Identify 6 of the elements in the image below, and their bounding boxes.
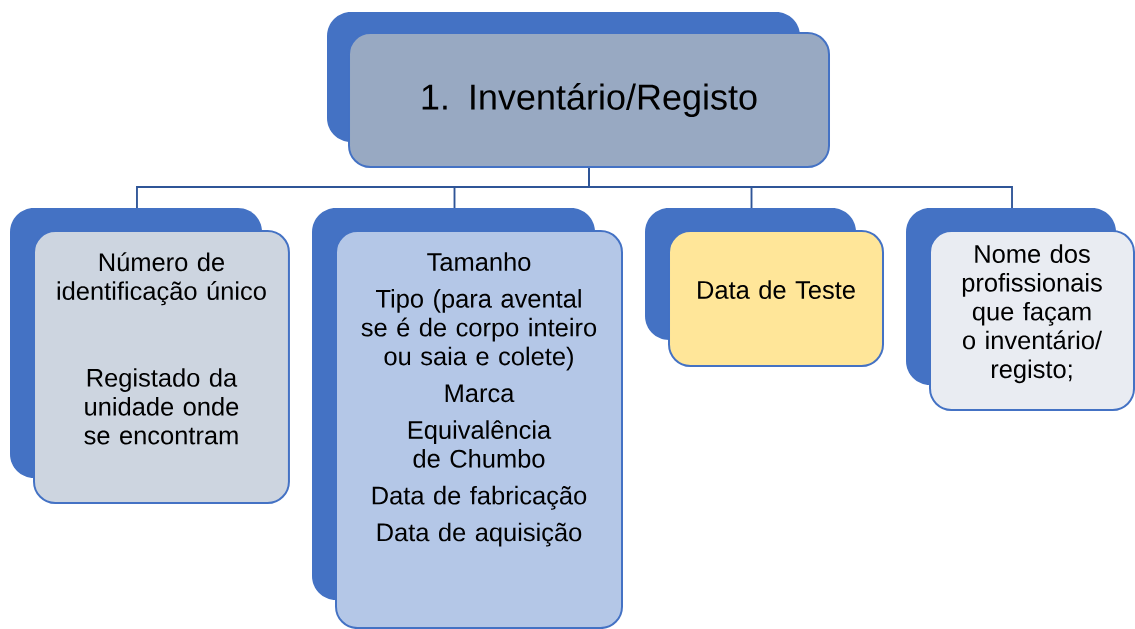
process-box: 1. Inventário/Registo — [327, 12, 830, 168]
process-box: Data de Teste — [645, 208, 884, 367]
process-box: Número de identificação único Registado da unidade onde se encontram — [10, 208, 290, 504]
process-box: Nome dos profissionais que façam o inventário/ registo; — [906, 208, 1135, 411]
connector-line — [588, 167, 1013, 209]
process-box: Tamanho Tipo (para avental se é de corpo inteiro ou saia e colete) Marca Equivalência de Chumbo Data de fabricação Data de aquisição — [312, 208, 623, 629]
